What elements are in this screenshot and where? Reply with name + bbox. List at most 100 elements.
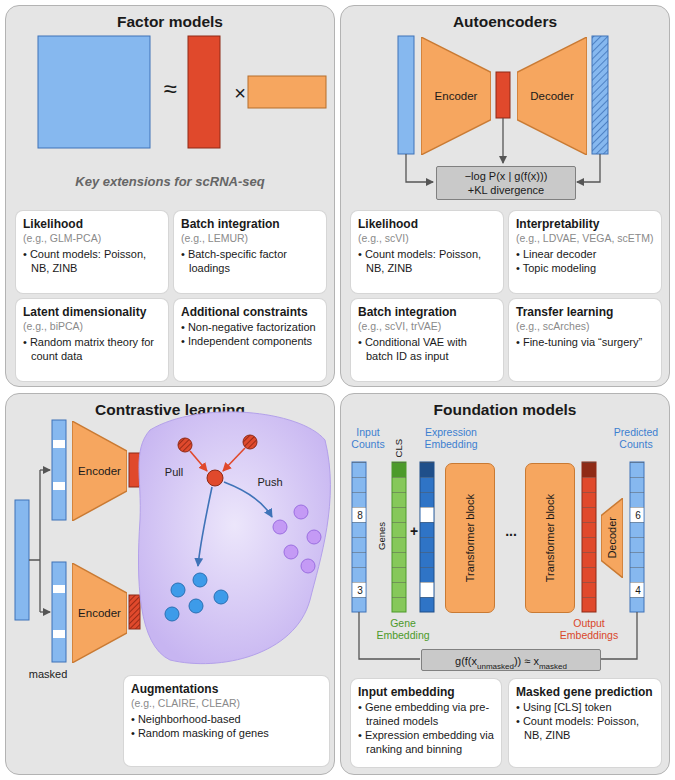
example-text: (e.g., LEMUR) <box>181 232 319 245</box>
info-box: Transfer learning(e.g., scArches) • Fine-… <box>509 299 661 381</box>
block-label: Encoder <box>78 607 121 619</box>
decoder-block: Decoder <box>517 37 587 155</box>
example-text: (e.g., scArches) <box>516 320 654 333</box>
bullet-text: • Linear decoder <box>516 247 654 261</box>
box-heading: Interpretability <box>516 217 654 232</box>
block-label: Encoder <box>435 90 478 102</box>
axis-label: Input Counts <box>344 426 392 450</box>
example-text: (e.g., LDVAE, VEGA, scETM) <box>516 232 654 245</box>
block-label: Transformer block <box>544 494 556 582</box>
info-box: Likelihood(e.g., GLM-PCA) • Count models:… <box>16 211 168 293</box>
panel-title: Autoencoders <box>341 13 669 31</box>
bullet-text: • Expression embedding via ranking and b… <box>358 728 494 756</box>
bullet-text: • Fine-tuning via “surgery” <box>516 335 654 349</box>
approx-symbol: ≈ <box>153 77 187 101</box>
block-label: Decoder <box>606 517 618 559</box>
example-text: (e.g., scVI) <box>358 232 496 245</box>
section-panel: AutoencodersEncoder Decoder −log P(x | g(f… <box>340 5 670 387</box>
block-label: Decoder <box>530 90 573 102</box>
info-box: Batch integration(e.g., scVI, trVAE) • Co… <box>351 299 503 381</box>
annotation-text: Push <box>252 476 288 488</box>
bullet-text: • Neighborhood-based <box>131 712 322 726</box>
bullet-text: • Count models: Poisson, NB, ZINB <box>23 247 161 275</box>
block-label: Encoder <box>78 465 121 477</box>
axis-label: Genes <box>376 522 387 550</box>
info-box: Interpretability(e.g., LDVAE, VEGA, scET… <box>509 211 661 293</box>
bullet-text: • Gene embedding via pre-trained models <box>358 700 494 728</box>
loss-box: g(f(xunmasked)) ≈ xmasked <box>421 649 601 671</box>
axis-label: Output Embeddings <box>553 617 625 641</box>
box-heading: Additional constraints <box>181 305 319 320</box>
info-box: Likelihood(e.g., scVI) • Count models: Po… <box>351 211 503 293</box>
box-heading: Masked gene prediction <box>516 685 654 700</box>
trapezoid-outline <box>517 37 587 155</box>
bullet-text: • Count models: Poisson, NB, ZINB <box>358 247 496 275</box>
example-text: (e.g., CLAIRE, CLEAR) <box>131 697 322 710</box>
decoder-block: Decoder <box>601 498 623 578</box>
loss-formula: +KL divergence <box>468 183 544 197</box>
bullet-text: • Independent components <box>181 334 319 348</box>
token-label: CLS <box>393 439 404 457</box>
bullet-text: • Random matrix theory for count data <box>23 335 161 363</box>
example-text: (e.g., GLM-PCA) <box>23 232 161 245</box>
example-text: (e.g., scVI, trVAE) <box>358 320 496 333</box>
box-heading: Batch integration <box>358 305 496 320</box>
bullet-text: • Count models: Poisson, NB, ZINB <box>516 714 654 742</box>
transformer-block: Transformer block <box>525 463 575 613</box>
formula-text: g(f(x <box>455 655 477 667</box>
section-panel: Factor modelsKey extensions for scRNA-se… <box>5 5 335 387</box>
box-heading: Input embedding <box>358 685 494 700</box>
bullet-text: • Non-negative factorization <box>181 320 319 334</box>
axis-label: Predicted Counts <box>606 426 666 450</box>
box-heading: Transfer learning <box>516 305 654 320</box>
trapezoid-outline <box>421 37 491 155</box>
bullet-text: • Using [CLS] token <box>516 700 654 714</box>
plus-symbol: + <box>408 523 420 539</box>
bullet-text: • Random masking of genes <box>131 726 322 740</box>
box-heading: Latent dimensionality <box>23 305 161 320</box>
trapezoid-outline <box>72 563 127 663</box>
info-box: Masked gene prediction• Using [CLS] toke… <box>509 679 661 767</box>
trapezoid-outline <box>72 421 127 521</box>
annotation-text: Pull <box>156 466 192 478</box>
section-panel: Contrastive learningEncoderEncoderAugmen… <box>5 393 335 775</box>
encoder-block: Encoder <box>421 37 491 155</box>
count-value: 6 <box>631 508 645 523</box>
transformer-block: Transformer block <box>445 463 495 613</box>
box-heading: Batch integration <box>181 217 319 232</box>
caption-text: masked <box>18 668 78 680</box>
example-text: (e.g., biPCA) <box>23 320 161 333</box>
box-heading: Augmentations <box>131 682 322 697</box>
panel-title: Factor models <box>6 13 334 31</box>
axis-label: Expression Embedding <box>411 426 491 450</box>
formula-subscript: unmasked <box>477 662 514 671</box>
axis-label: Gene Embedding <box>371 617 435 641</box>
ellipsis: ... <box>497 523 525 539</box>
loss-formula: −log P(x | g(f(x))) <box>465 169 548 183</box>
formula-text: )) ≈ x <box>514 655 539 667</box>
section-panel: Foundation modelsTransformer block Transf… <box>340 393 670 775</box>
loss-box: −log P(x | g(f(x)))+KL divergence <box>436 166 576 200</box>
info-box: Batch integration(e.g., LEMUR) • Batch-sp… <box>174 211 326 293</box>
encoder-block: Encoder <box>72 563 127 663</box>
formula-subscript: masked <box>539 662 567 671</box>
block-label: Transformer block <box>464 494 476 582</box>
count-value: 8 <box>353 508 367 523</box>
bullet-text: • Conditional VAE with batch ID as input <box>358 335 496 363</box>
panel-title: Foundation models <box>341 401 669 419</box>
info-box: Additional constraints• Non-negative fac… <box>174 299 326 381</box>
box-heading: Likelihood <box>358 217 496 232</box>
times-symbol: × <box>228 83 252 103</box>
panel-title: Contrastive learning <box>6 401 334 419</box>
info-box: Latent dimensionality(e.g., biPCA) • Rand… <box>16 299 168 381</box>
trapezoid-outline <box>601 498 623 578</box>
box-heading: Likelihood <box>23 217 161 232</box>
panel-subtitle: Key extensions for scRNA-seq <box>6 174 334 189</box>
count-value: 4 <box>631 583 645 598</box>
info-box: Input embedding• Gene embedding via pre-… <box>351 679 501 767</box>
info-box: Augmentations(e.g., CLAIRE, CLEAR) • Neig… <box>124 676 329 766</box>
bullet-text: • Batch-specific factor loadings <box>181 247 319 275</box>
encoder-block: Encoder <box>72 421 127 521</box>
bullet-text: • Topic modeling <box>516 261 654 275</box>
